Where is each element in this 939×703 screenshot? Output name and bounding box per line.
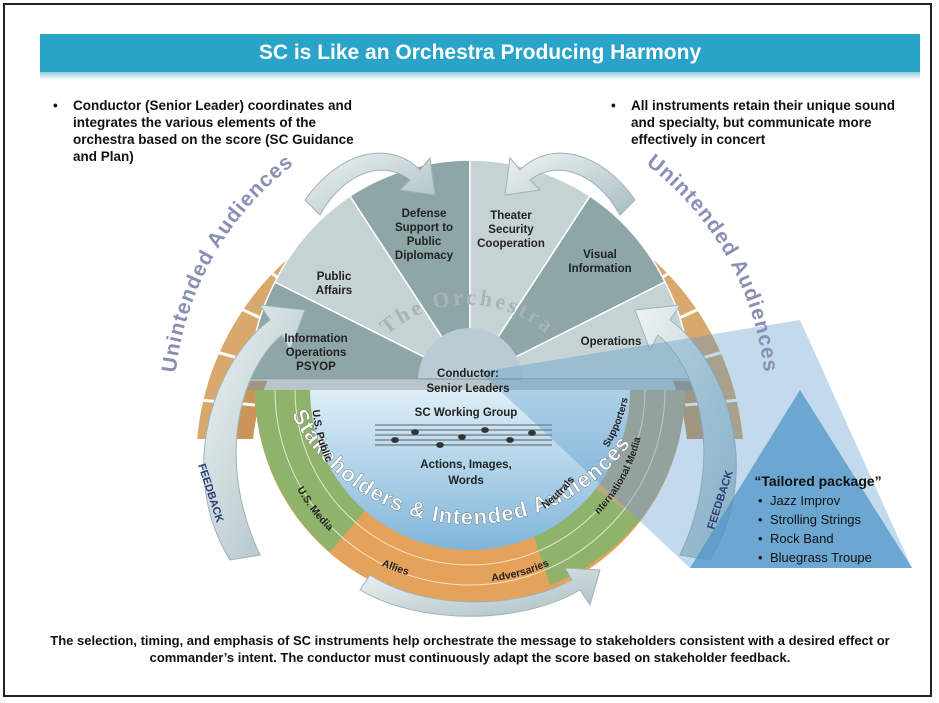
io-label-3: PSYOP: [296, 361, 336, 373]
tailored-item-strings: Strolling Strings: [770, 512, 862, 527]
slide-title: SC is Like an Orchestra Producing Harmon…: [258, 41, 702, 64]
conductor-center: [240, 328, 695, 390]
music-staff: [375, 424, 552, 448]
io-label-1: Information: [284, 333, 347, 345]
actions-label-1: Actions, Images,: [420, 459, 511, 471]
conductor-label-1: Conductor:: [437, 368, 499, 380]
tailored-item-bluegrass: Bluegrass Troupe: [770, 550, 872, 565]
defense-label-1: Defense: [402, 208, 447, 220]
bottom-caption: The selection, timing, and emphasis of S…: [50, 633, 890, 665]
theater-label-2: Security: [488, 224, 534, 236]
tailored-package: [480, 320, 912, 568]
tailored-title: “Tailored package”: [754, 473, 881, 489]
tailored-bullet: •: [758, 493, 763, 508]
public-affairs-label-2: Affairs: [316, 285, 352, 297]
conductor-label-2: Senior Leaders: [426, 383, 509, 395]
title-banner: SC is Like an Orchestra Producing Harmon…: [40, 34, 920, 72]
title-banner-shadow: [40, 72, 920, 80]
right-bullet-content: All instruments retain their unique soun…: [631, 98, 896, 147]
theater-label-1: Theater: [490, 210, 532, 222]
bullet-marker: •: [53, 98, 58, 113]
actions-label-2: Words: [448, 475, 484, 487]
bullet-marker: •: [611, 98, 616, 113]
feedback-arrows: [203, 152, 737, 617]
defense-label-4: Diplomacy: [395, 250, 454, 262]
theater-label-3: Cooperation: [477, 238, 545, 250]
visual-label-2: Information: [568, 263, 631, 275]
public-affairs-label-1: Public: [317, 271, 352, 283]
io-label-2: Operations: [286, 347, 347, 359]
working-group-label: SC Working Group: [415, 407, 518, 419]
orchestra-wedges: [249, 159, 691, 383]
tailored-bullet: •: [758, 531, 763, 546]
defense-label-3: Public: [407, 236, 442, 248]
left-bullet-text: • Conductor (Senior Leader) coordinates …: [53, 97, 363, 165]
left-bullet-content: Conductor (Senior Leader) coordinates an…: [73, 98, 354, 164]
operations-label: Operations: [581, 336, 642, 348]
right-bullet-text: • All instruments retain their unique so…: [611, 97, 921, 148]
tailored-item-rock: Rock Band: [770, 531, 834, 546]
defense-label-2: Support to: [395, 222, 453, 234]
tailored-bullet: •: [758, 512, 763, 527]
tailored-list: • Jazz Improv • Strolling Strings • Rock…: [758, 493, 872, 565]
visual-label-1: Visual: [583, 249, 617, 261]
tailored-bullet: •: [758, 550, 763, 565]
tailored-item-jazz: Jazz Improv: [770, 493, 841, 508]
